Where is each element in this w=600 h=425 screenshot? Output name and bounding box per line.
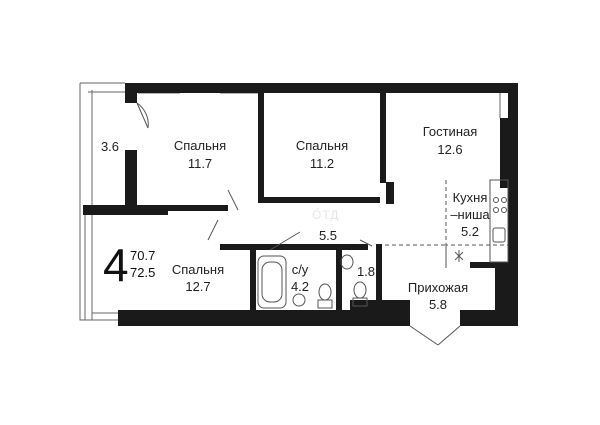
room-corridor-area: 5.5 xyxy=(318,228,338,243)
stove-burner-icon xyxy=(501,207,507,213)
room-hall-area: 5.8 xyxy=(428,297,448,312)
room-wc-area: 1.8 xyxy=(356,264,376,279)
living-area-value: 70.7 xyxy=(130,248,156,263)
walls xyxy=(83,83,518,326)
stove-burner-icon xyxy=(493,197,499,203)
toilet-icon xyxy=(318,283,332,301)
washbasin-icon xyxy=(292,293,306,307)
doors xyxy=(136,102,461,346)
room-bedroom1-name: Спальня xyxy=(173,138,227,153)
room-balcony-area: 3.6 xyxy=(100,139,120,154)
room-kitchen-name-line1: Кухня xyxy=(452,190,488,205)
room-bedroom2-name: Спальня xyxy=(295,138,349,153)
ventilation-icon xyxy=(454,250,464,262)
watermark-logo: О́ТД xyxy=(312,208,340,222)
room-bedroom1-area: 11.7 xyxy=(187,156,213,171)
bathtub-icon xyxy=(257,255,287,309)
room-bathroom-name: с/у xyxy=(291,262,309,277)
room-bedroom2-area: 11.2 xyxy=(309,156,335,171)
toilet-icon xyxy=(353,281,367,299)
plumbing xyxy=(257,254,368,309)
room-bathroom-area: 4.2 xyxy=(290,279,310,294)
stove-burner-icon xyxy=(501,197,507,203)
total-area-value: 72.5 xyxy=(130,265,156,280)
room-bedroom3-area: 12.7 xyxy=(185,279,211,294)
kitchen-unit xyxy=(385,179,509,268)
rooms-count: 4 xyxy=(103,239,129,291)
room-kitchen-name-line2: –ниша xyxy=(450,207,490,222)
room-living-area: 12.6 xyxy=(437,142,463,157)
stove-burner-icon xyxy=(493,207,499,213)
room-living-name: Гостиная xyxy=(422,124,478,139)
sink-icon xyxy=(492,227,506,243)
room-kitchen-area: 5.2 xyxy=(460,224,480,239)
washbasin-icon xyxy=(340,254,354,270)
room-bedroom3-name: Спальня xyxy=(171,262,225,277)
room-hall-name: Прихожая xyxy=(407,280,469,295)
